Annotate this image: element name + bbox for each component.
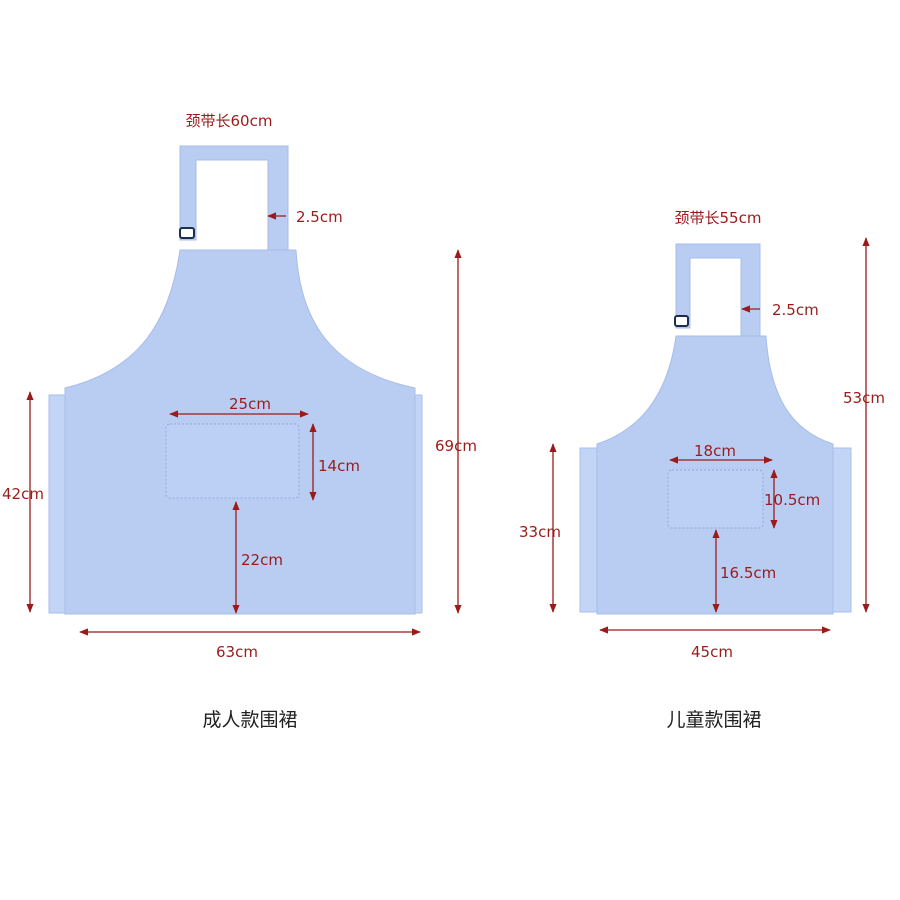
- adult-pocket-height-label: 14cm: [318, 457, 360, 475]
- child-side-height-label: 33cm: [519, 523, 561, 541]
- child-pocket-height-label: 10.5cm: [764, 491, 820, 509]
- child-pocket: [667, 469, 764, 529]
- child-apron: 颈带长55cm 2.5cm 18cm 10.5cm 16.5cm 53cm 33…: [519, 209, 885, 731]
- child-total-height-label: 53cm: [843, 389, 885, 407]
- adult-pocket-width-label: 25cm: [229, 395, 271, 413]
- adult-neck-strap-label: 颈带长60cm: [186, 112, 273, 130]
- child-strap-buckle: [674, 315, 689, 327]
- child-strap-width-label: 2.5cm: [772, 301, 819, 319]
- adult-caption: 成人款围裙: [202, 709, 297, 731]
- child-left-tie: [579, 447, 599, 613]
- child-neck-strap-label: 颈带长55cm: [675, 209, 762, 227]
- child-caption: 儿童款围裙: [666, 709, 761, 731]
- child-pocket-bottom-label: 16.5cm: [720, 564, 776, 582]
- adult-strap-width-label: 2.5cm: [296, 208, 343, 226]
- adult-pocket-bottom-label: 22cm: [241, 551, 283, 569]
- child-right-tie: [832, 447, 852, 613]
- adult-side-height-label: 42cm: [2, 485, 44, 503]
- adult-pocket: [165, 423, 300, 499]
- child-pocket-width-label: 18cm: [694, 442, 736, 460]
- adult-strap-buckle: [179, 227, 195, 239]
- adult-total-height-label: 69cm: [435, 437, 477, 455]
- adult-bottom-width-label: 63cm: [216, 643, 258, 661]
- adult-left-tie: [48, 394, 68, 614]
- child-bottom-width-label: 45cm: [691, 643, 733, 661]
- adult-apron: 颈带长60cm 2.5cm 25cm 14cm 22cm 69cm 42cm 6…: [2, 112, 477, 731]
- adult-neck-strap: [179, 145, 289, 251]
